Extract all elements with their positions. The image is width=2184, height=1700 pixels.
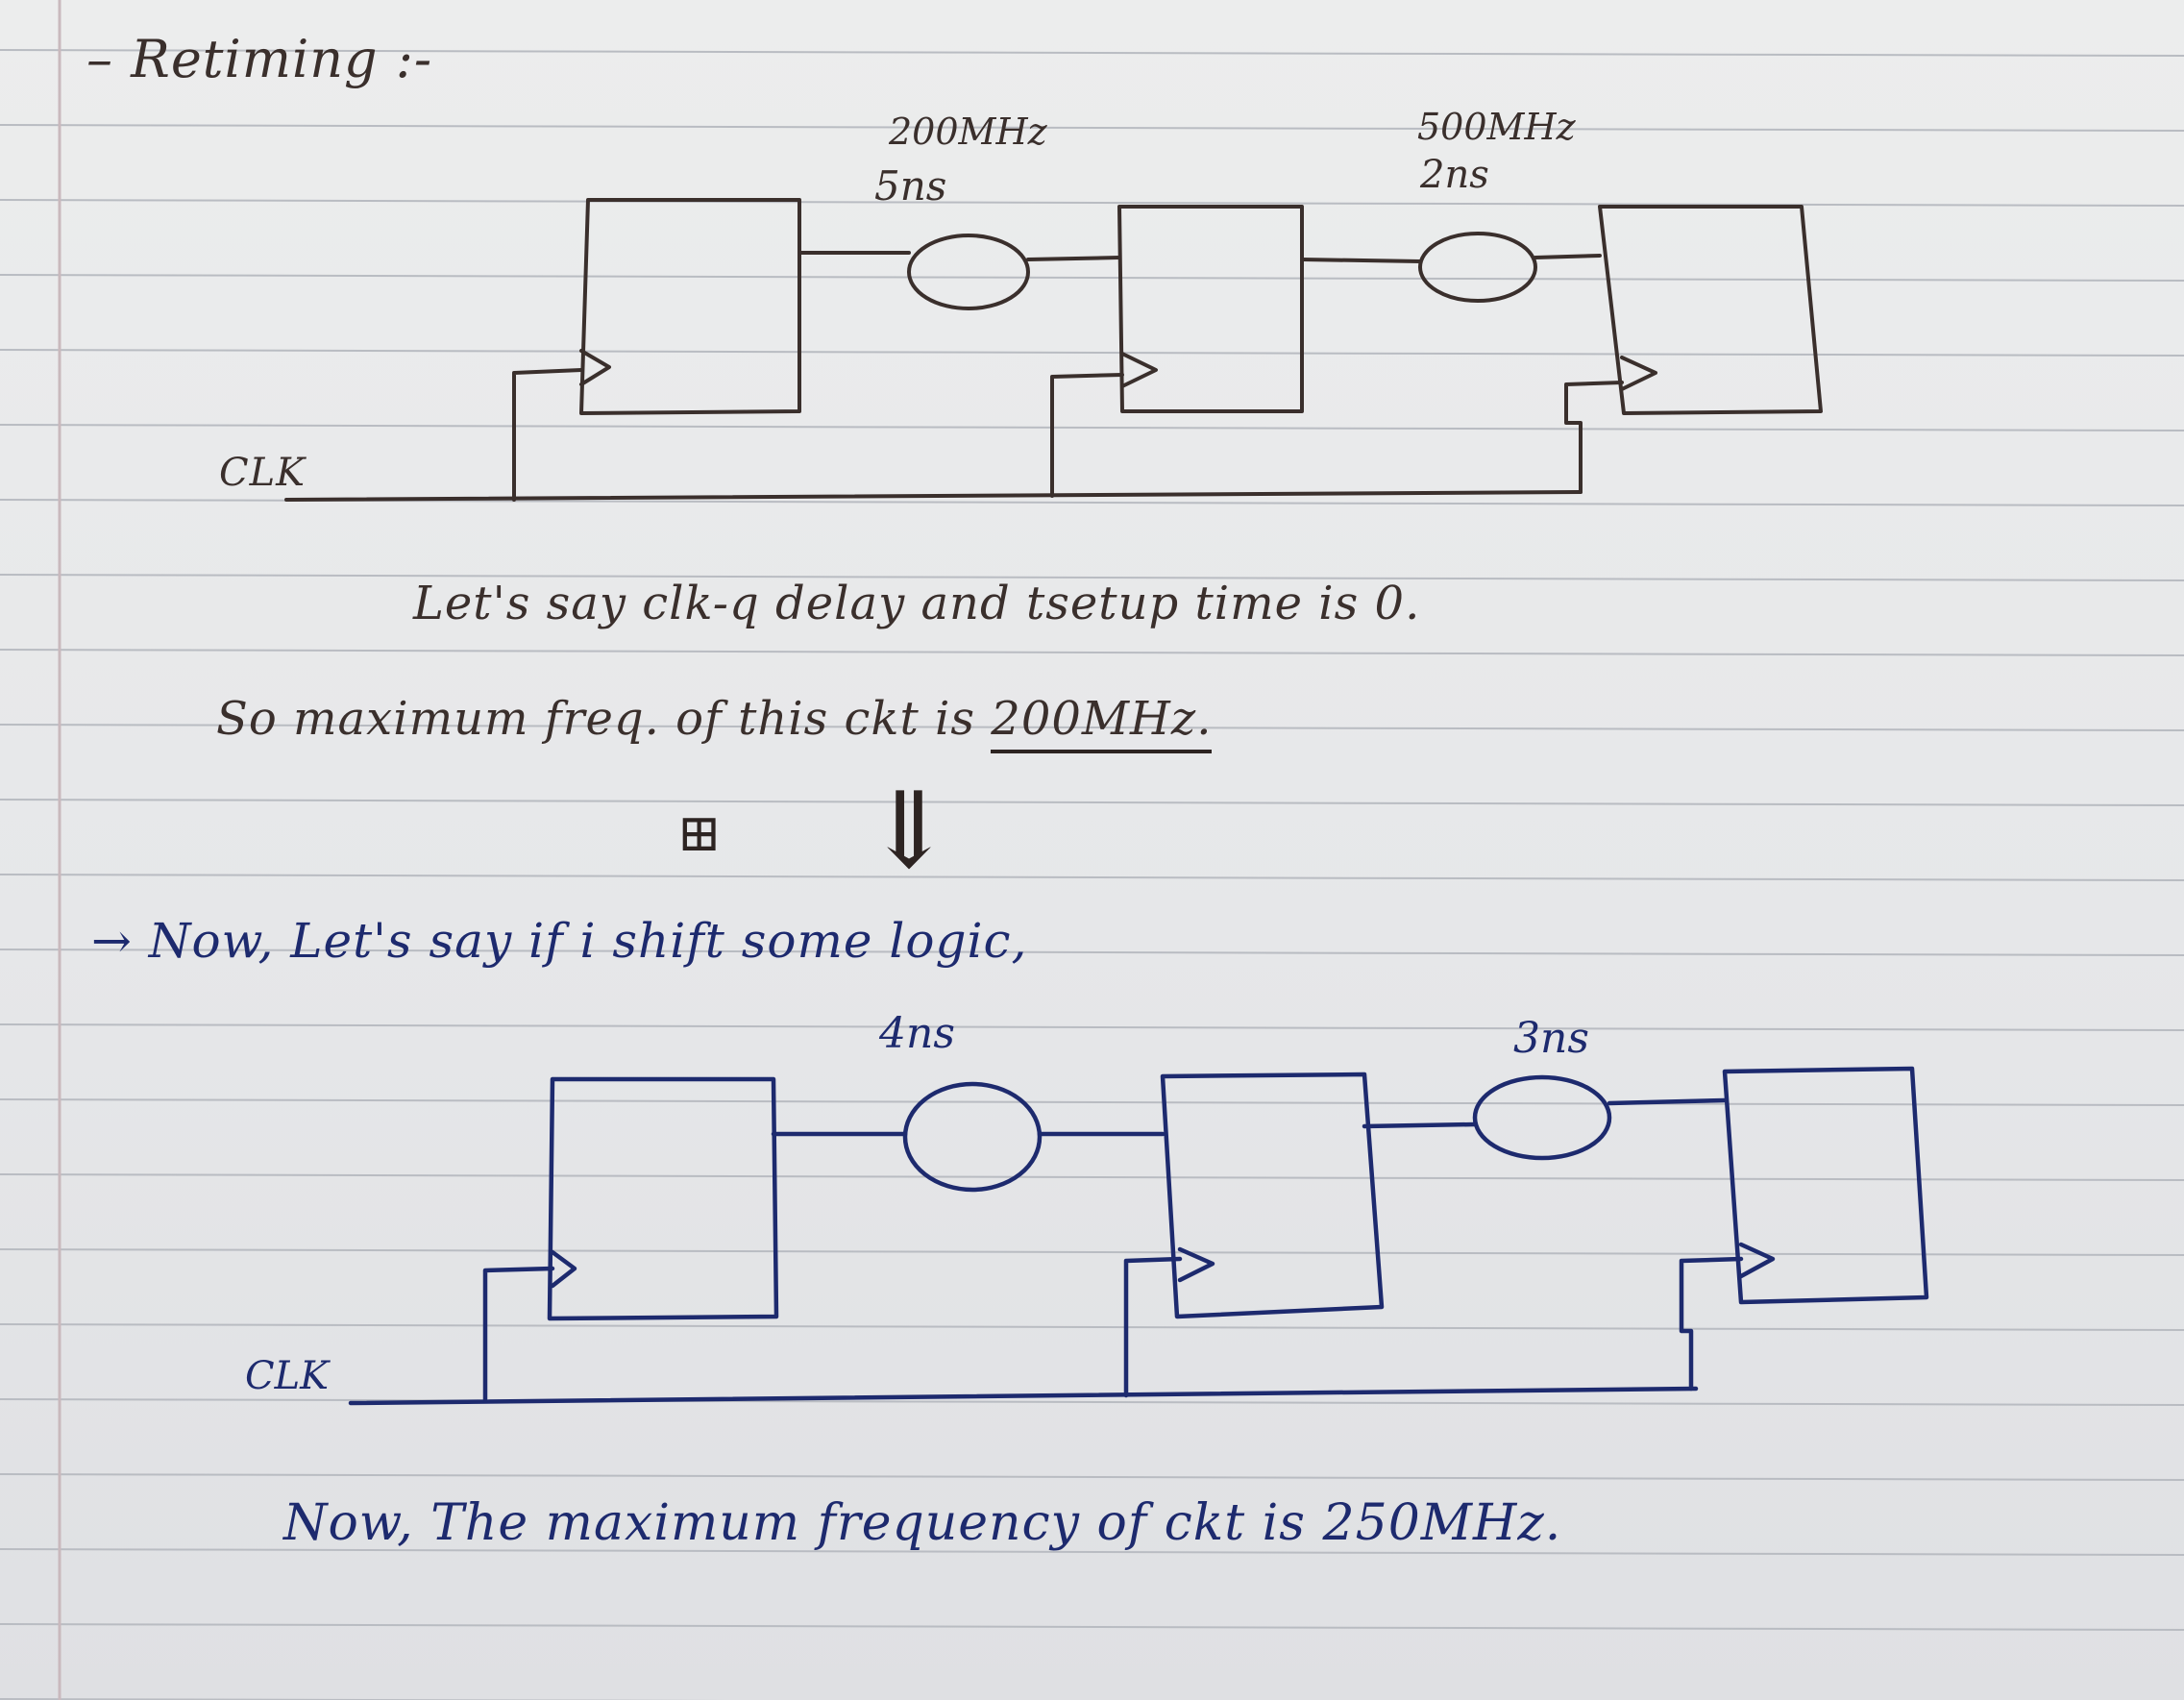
note-max-freq-before: So maximum freq. of this ckt is 200MHz. [216, 692, 1212, 746]
clock-branch-1 [485, 1269, 552, 1401]
clock-triangle-icon [1122, 354, 1156, 386]
wire [1028, 258, 1119, 259]
clock-label: CLK [219, 451, 307, 495]
clock-line [351, 1389, 1696, 1403]
logic-block-1 [905, 1084, 1040, 1190]
clock-triangle-icon [1622, 357, 1656, 389]
note-assumption: Let's say clk-q delay and tsetup time is… [413, 577, 1420, 630]
clock-triangle-icon [581, 351, 609, 384]
stage-2-freq: 500MHz [1417, 106, 1577, 148]
clock-branch-2 [1052, 375, 1122, 496]
wire [1364, 1124, 1475, 1126]
logic-block-1 [909, 235, 1028, 308]
clock-branch-2 [1126, 1259, 1180, 1395]
clock-triangle-icon [552, 1252, 575, 1286]
arrow-down-icon: ⇓ [865, 769, 954, 892]
logic-block-2 [1420, 234, 1535, 301]
clock-triangle-icon [1741, 1244, 1773, 1276]
note-max-freq-prefix: So maximum freq. of this ckt is [216, 692, 991, 746]
stage-1-delay: 4ns [878, 1009, 955, 1058]
logic-block-2 [1475, 1077, 1609, 1158]
stage-2-delay: 2ns [1419, 153, 1489, 197]
clock-label: CLK [245, 1354, 331, 1398]
note-max-freq-value: 200MHz. [991, 692, 1212, 753]
flip-flop-1 [550, 1079, 776, 1318]
wire [1535, 256, 1600, 258]
stage-2-delay: 3ns [1513, 1014, 1589, 1063]
flip-flop-2 [1163, 1074, 1382, 1317]
clock-branch-3 [1681, 1259, 1741, 1389]
clock-triangle-icon [1180, 1249, 1213, 1280]
stage-1-delay: 5ns [874, 162, 946, 209]
wire [1609, 1100, 1725, 1103]
diagram-before: CLK 200MHz 5ns 500MHz 2ns [219, 106, 1821, 500]
note-shift-logic: → Now, Let's say if i shift some logic, [91, 913, 1027, 969]
clock-branch-3 [1566, 382, 1622, 492]
wire [1302, 259, 1420, 261]
flip-flop-1 [581, 200, 799, 413]
flip-flop-2 [1119, 207, 1302, 411]
diagram-after: CLK 4ns 3ns [245, 1009, 1926, 1403]
stage-1-freq: 200MHz [888, 111, 1048, 153]
clock-branch-1 [514, 370, 581, 500]
note-max-freq-after: Now, The maximum frequency of ckt is 250… [283, 1494, 1561, 1552]
scribble-mark-icon: ⊞ [677, 802, 722, 863]
clock-line [286, 492, 1581, 500]
